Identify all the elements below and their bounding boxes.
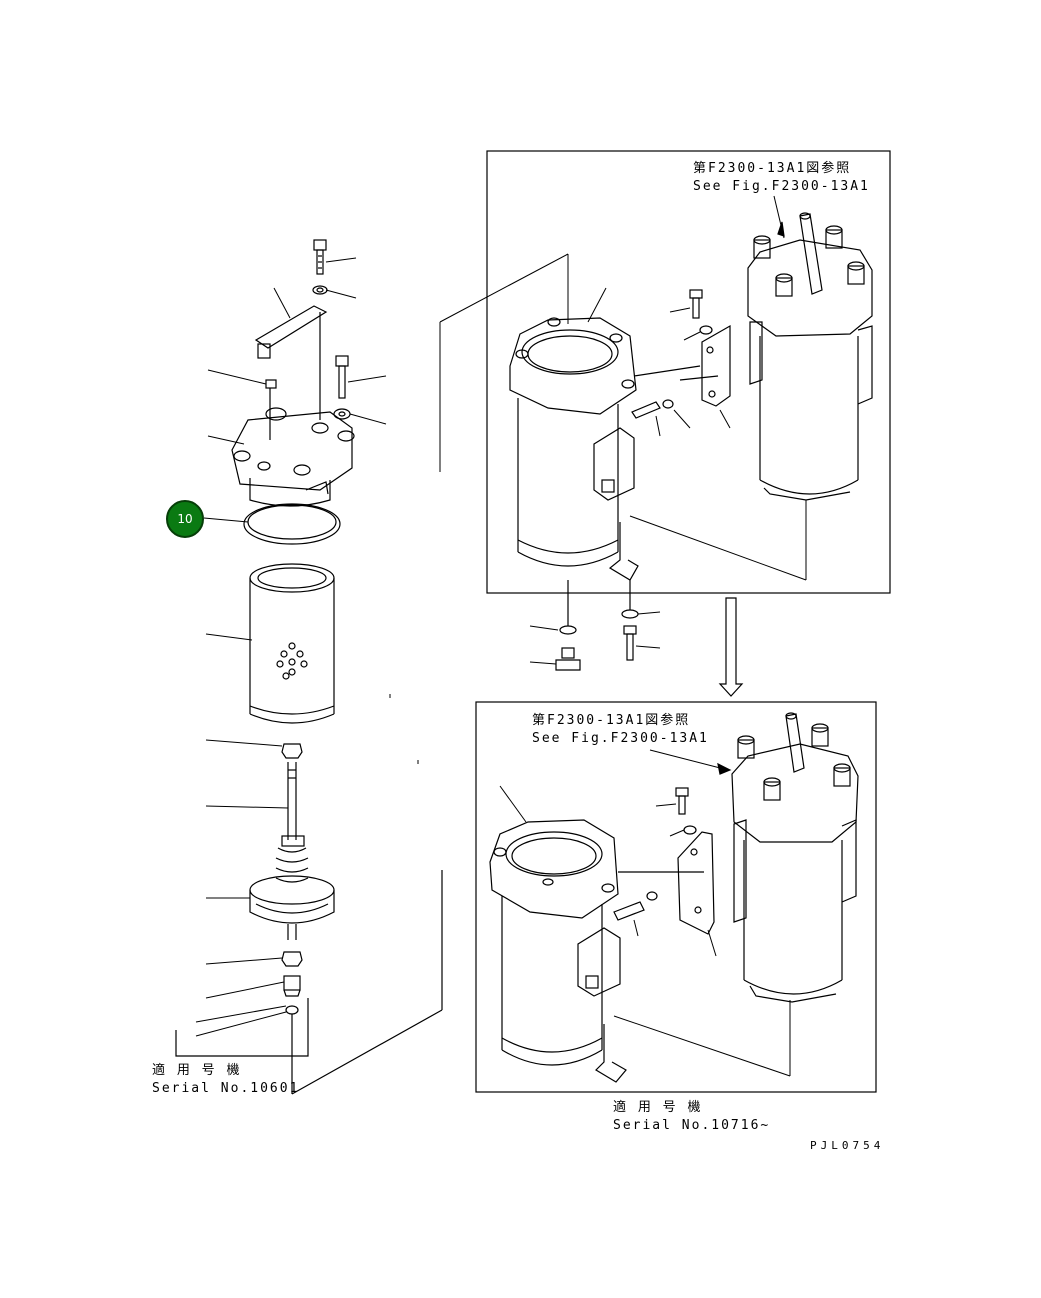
drawing-code: PJL0754 (810, 1139, 885, 1152)
upper-secondary-filter (747, 212, 873, 501)
transition-arrow (718, 597, 744, 697)
ref-top-en: See Fig.F2300-13A1 (693, 179, 870, 194)
nut-lower (281, 951, 303, 967)
washer-top (312, 285, 328, 295)
upper-variant-frame (486, 150, 891, 594)
leader-lines-mid (529, 611, 661, 665)
lower-secondary-filter (731, 712, 859, 1003)
serial-left-jp: 適 用 号 機 (152, 1063, 242, 1078)
callout-badge-10[interactable]: 10 (166, 500, 204, 538)
upper-inner-lines (587, 195, 807, 581)
lower-arrow (717, 762, 732, 775)
filter-element (249, 563, 335, 724)
nut (281, 743, 303, 759)
lower-filter-housing (489, 819, 627, 1083)
lower-mount-bracket (613, 787, 715, 935)
serial-right-jp: 適 用 号 機 (613, 1100, 703, 1115)
lower-variant-frame (475, 701, 877, 1093)
seal-lower (285, 1005, 299, 1015)
filter-head (231, 407, 355, 507)
plug-lower (283, 975, 301, 997)
upper-filter-housing (509, 317, 639, 581)
spring-base (249, 835, 335, 940)
connector-upper (439, 253, 569, 472)
leader-lines-left (195, 257, 387, 1037)
serial-bracket (175, 870, 443, 1095)
bracket-bar (254, 305, 328, 420)
upper-mount-bracket (631, 289, 731, 419)
serial-left-en: Serial No.10601 (152, 1081, 300, 1096)
plug-small (265, 379, 277, 440)
ref-bottom-en: See Fig.F2300-13A1 (532, 731, 709, 746)
lower-inner-lines (499, 749, 791, 1077)
serial-right-en: Serial No.10716~ (613, 1118, 771, 1133)
o-ring (243, 503, 341, 545)
drain-parts (555, 580, 639, 671)
ref-bottom-jp: 第F2300-13A1図参照 (532, 713, 691, 728)
bolt-side (335, 355, 349, 399)
ref-top-jp: 第F2300-13A1図参照 (693, 161, 852, 176)
upper-arrow (777, 221, 785, 237)
bolt-top (313, 239, 327, 275)
washer-side (333, 408, 351, 420)
center-rod (287, 762, 297, 840)
